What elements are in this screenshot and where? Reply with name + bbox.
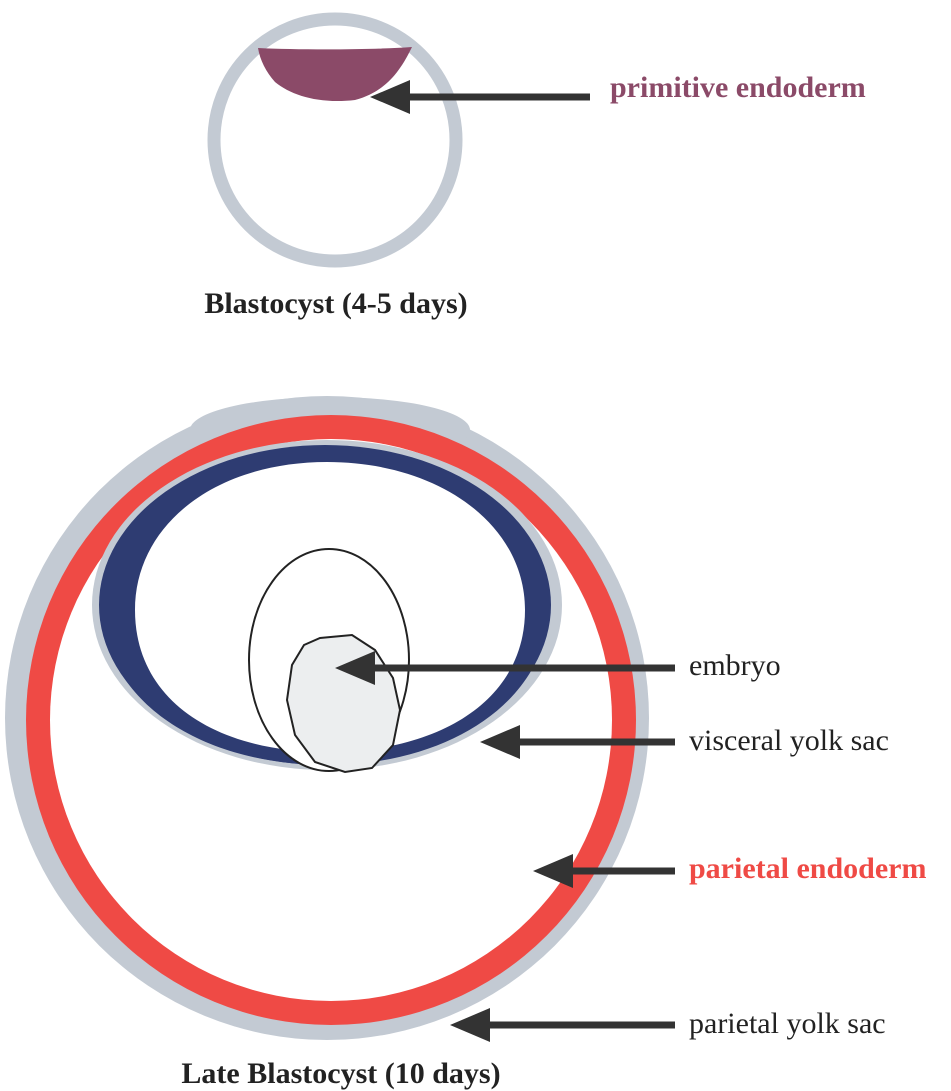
primitive-endoderm-label: primitive endoderm <box>610 71 866 104</box>
late-blastocyst-figure <box>5 396 649 1040</box>
visceral-yolk-sac-label: visceral yolk sac <box>689 724 889 757</box>
parietal-yolk-sac-arrow <box>450 1008 675 1042</box>
parietal-yolk-sac-label: parietal yolk sac <box>689 1007 886 1040</box>
primitive-endoderm-arrow <box>370 80 590 114</box>
late-blastocyst-caption: Late Blastocyst (10 days) <box>181 1057 500 1090</box>
blastocyst-caption: Blastocyst (4-5 days) <box>204 287 467 320</box>
blastocyst-figure <box>214 19 456 261</box>
parietal-endoderm-label: parietal endoderm <box>689 852 926 885</box>
embryo-label: embryo <box>689 649 781 682</box>
